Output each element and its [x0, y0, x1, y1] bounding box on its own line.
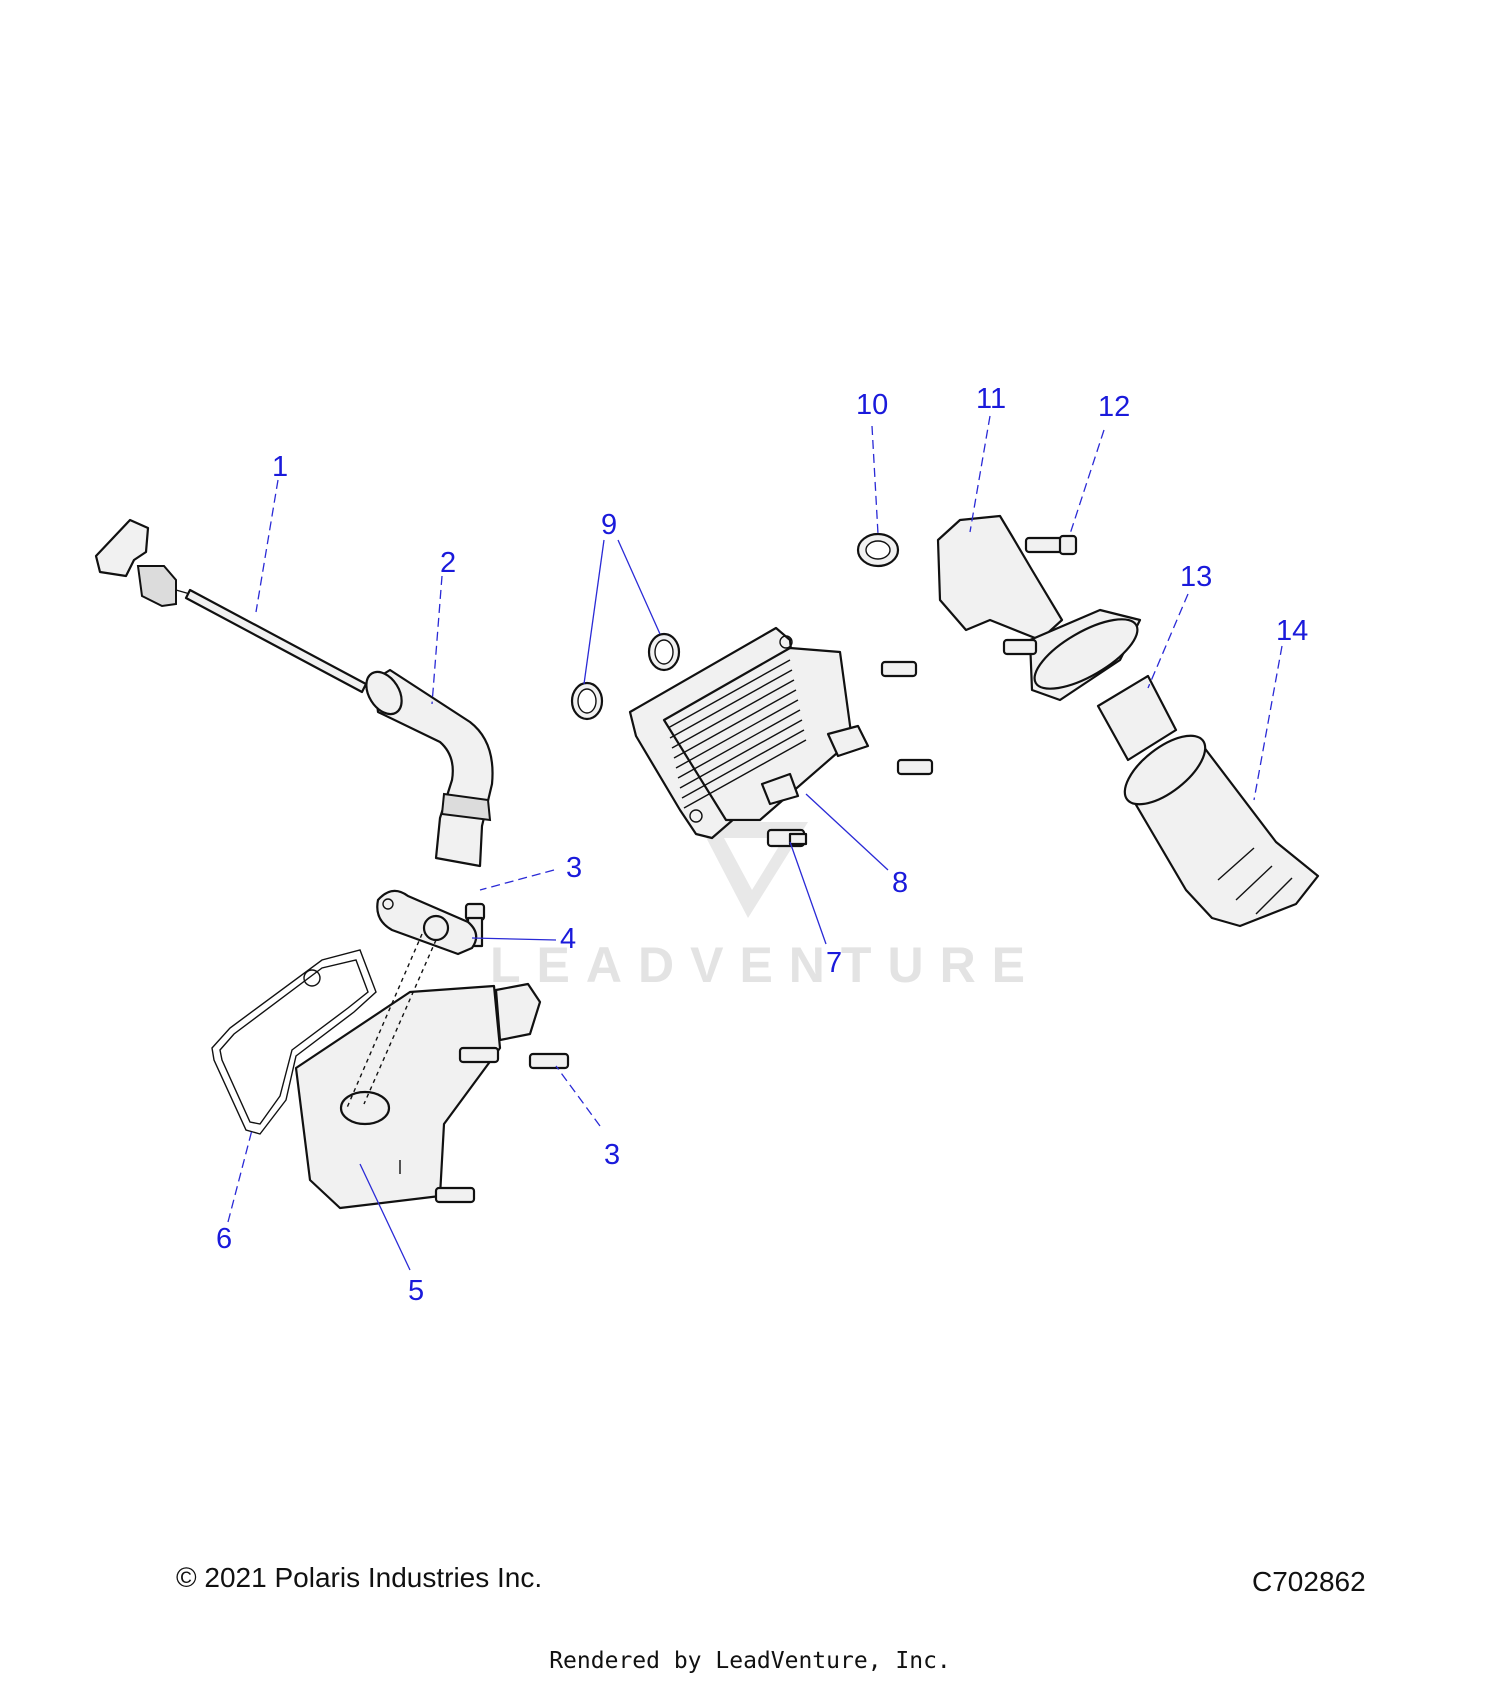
oil-cooler-part: [628, 626, 934, 840]
bolt-part-7: [766, 828, 808, 848]
o-rings-part: [570, 632, 681, 721]
gasket-part: [376, 889, 478, 956]
leader-2: [431, 575, 443, 705]
dipstick-part: [94, 518, 368, 694]
leader-6: [227, 1129, 253, 1223]
callout-12[interactable]: 12: [1098, 391, 1130, 423]
assembly-lines: [345, 933, 437, 1111]
leader-5: [359, 1163, 411, 1271]
leader-7: [789, 841, 827, 945]
callout-14[interactable]: 14: [1276, 615, 1308, 647]
callout-4[interactable]: 4: [560, 923, 576, 955]
callout-9[interactable]: 9: [601, 509, 617, 541]
cover-gasket-part: [211, 949, 377, 1135]
diagram-code: C702862: [1252, 1566, 1366, 1597]
callout-7[interactable]: 7: [826, 947, 842, 979]
bolt-part-12: [1024, 534, 1078, 556]
callout-5[interactable]: 5: [408, 1275, 424, 1307]
callout-13[interactable]: 13: [1180, 561, 1212, 593]
callout-8[interactable]: 8: [892, 867, 908, 899]
callout-11[interactable]: 11: [976, 383, 1006, 415]
leader-12: [1069, 429, 1105, 535]
callouts: 1 2 3 4 3 5 6 7 8 9 10 11 12 13 14: [216, 383, 1308, 1307]
callout-1[interactable]: 1: [272, 451, 288, 483]
filter-adapter-part: [936, 514, 1142, 702]
leader-14: [1253, 645, 1283, 801]
dipstick-tube-part: [365, 668, 494, 868]
leader-11: [969, 415, 991, 533]
nipple-part: [1096, 674, 1178, 762]
callout-6[interactable]: 6: [216, 1223, 232, 1255]
copyright-text: © 2021 Polaris Industries Inc.: [176, 1562, 543, 1593]
leader-3b: [555, 1065, 601, 1127]
housing-part: [294, 982, 570, 1210]
oil-filter-part: [1123, 734, 1320, 928]
callout-3a[interactable]: 3: [566, 852, 582, 884]
callout-3b[interactable]: 3: [604, 1139, 620, 1171]
leader-10: [871, 425, 879, 535]
leader-4: [471, 937, 557, 941]
leader-9-left: [583, 539, 605, 685]
clamp-part: [856, 532, 900, 568]
leader-8: [805, 793, 889, 871]
watermark-text: LEADVENTURE: [490, 937, 1041, 993]
rendered-by-text: Rendered by LeadVenture, Inc.: [549, 1648, 951, 1674]
watermark: LEADVENTURE: [490, 822, 1041, 993]
callout-2[interactable]: 2: [440, 547, 456, 579]
leader-13: [1147, 593, 1189, 689]
leader-9-right: [617, 539, 661, 635]
leader-lines: [227, 415, 1283, 1271]
leader-1: [255, 479, 279, 613]
callout-10[interactable]: 10: [856, 389, 888, 421]
leader-3a: [479, 869, 555, 891]
